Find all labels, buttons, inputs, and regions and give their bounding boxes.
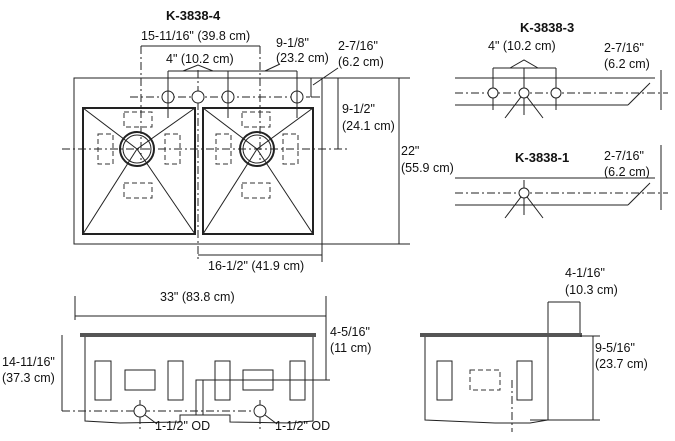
side-depth-in: 9-5/16" <box>595 341 635 355</box>
left-drain-icon <box>119 131 155 167</box>
variant1-edge-cm: (6.2 cm) <box>604 165 650 179</box>
left-drain-outlet-icon <box>133 404 147 418</box>
variant3-edge-cm: (6.2 cm) <box>604 57 650 71</box>
variant-1-view: K-3838-1 2-7/16" (6.2 cm) <box>455 145 668 219</box>
model-title-k3838-3: K-3838-3 <box>520 20 574 35</box>
drain-depth-in: 9-1/2" <box>342 102 375 116</box>
variant3-spacing: 4" (10.2 cm) <box>488 39 556 53</box>
basin-depth-in: 4-5/16" <box>330 325 370 339</box>
left-drain-size: 1-1/2" OD <box>155 419 210 433</box>
model-title-k3838-1: K-3838-1 <box>515 150 569 165</box>
rim-dim-in: 4-1/16" <box>565 266 605 280</box>
edge-dim-cm: (6.2 cm) <box>338 55 384 69</box>
half-width-dim: 16-1/2" (41.9 cm) <box>208 259 304 273</box>
total-height-cm: (37.3 cm) <box>2 371 55 385</box>
faucet-span-dim: 15-11/16" (39.8 cm) <box>141 29 250 43</box>
right-basin <box>202 107 314 235</box>
rim-dim-cm: (10.3 cm) <box>565 283 618 297</box>
depth-in: 22" <box>401 144 419 158</box>
top-view: K-3838-4 15-11/16" (39.8 cm) 4 <box>62 8 454 273</box>
model-title-k3838-4: K-3838-4 <box>166 8 221 23</box>
depth-cm: (55.9 cm) <box>401 161 454 175</box>
variant3-edge-in: 2-7/16" <box>604 41 644 55</box>
right-drain-outlet-icon <box>253 404 267 418</box>
variant1-edge-in: 2-7/16" <box>604 149 644 163</box>
drain-depth-cm: (24.1 cm) <box>342 119 395 133</box>
side-depth-cm: (23.7 cm) <box>595 357 648 371</box>
left-basin <box>82 107 196 235</box>
right-drain-size: 1-1/2" OD <box>275 419 330 433</box>
basin-depth-cm: (11 cm) <box>330 341 371 355</box>
offset-dim-cm: (23.2 cm) <box>276 51 329 65</box>
front-view: 33" (83.8 cm) 4-5/16" (11 cm) 14-11/16" … <box>2 290 371 433</box>
front-width-dim: 33" (83.8 cm) <box>160 290 235 304</box>
total-height-in: 14-11/16" <box>2 355 55 369</box>
hole-spacing-dim: 4" (10.2 cm) <box>166 52 234 66</box>
side-view: 4-1/16" (10.3 cm) 9-5/16" (23.7 cm) <box>420 266 648 432</box>
edge-dim-in: 2-7/16" <box>338 39 378 53</box>
right-drain-icon <box>239 131 275 167</box>
offset-dim-in: 9-1/8" <box>276 36 309 50</box>
variant-3-view: K-3838-3 4" (10.2 cm) 2-7/16" (6.2 cm) <box>455 20 668 119</box>
